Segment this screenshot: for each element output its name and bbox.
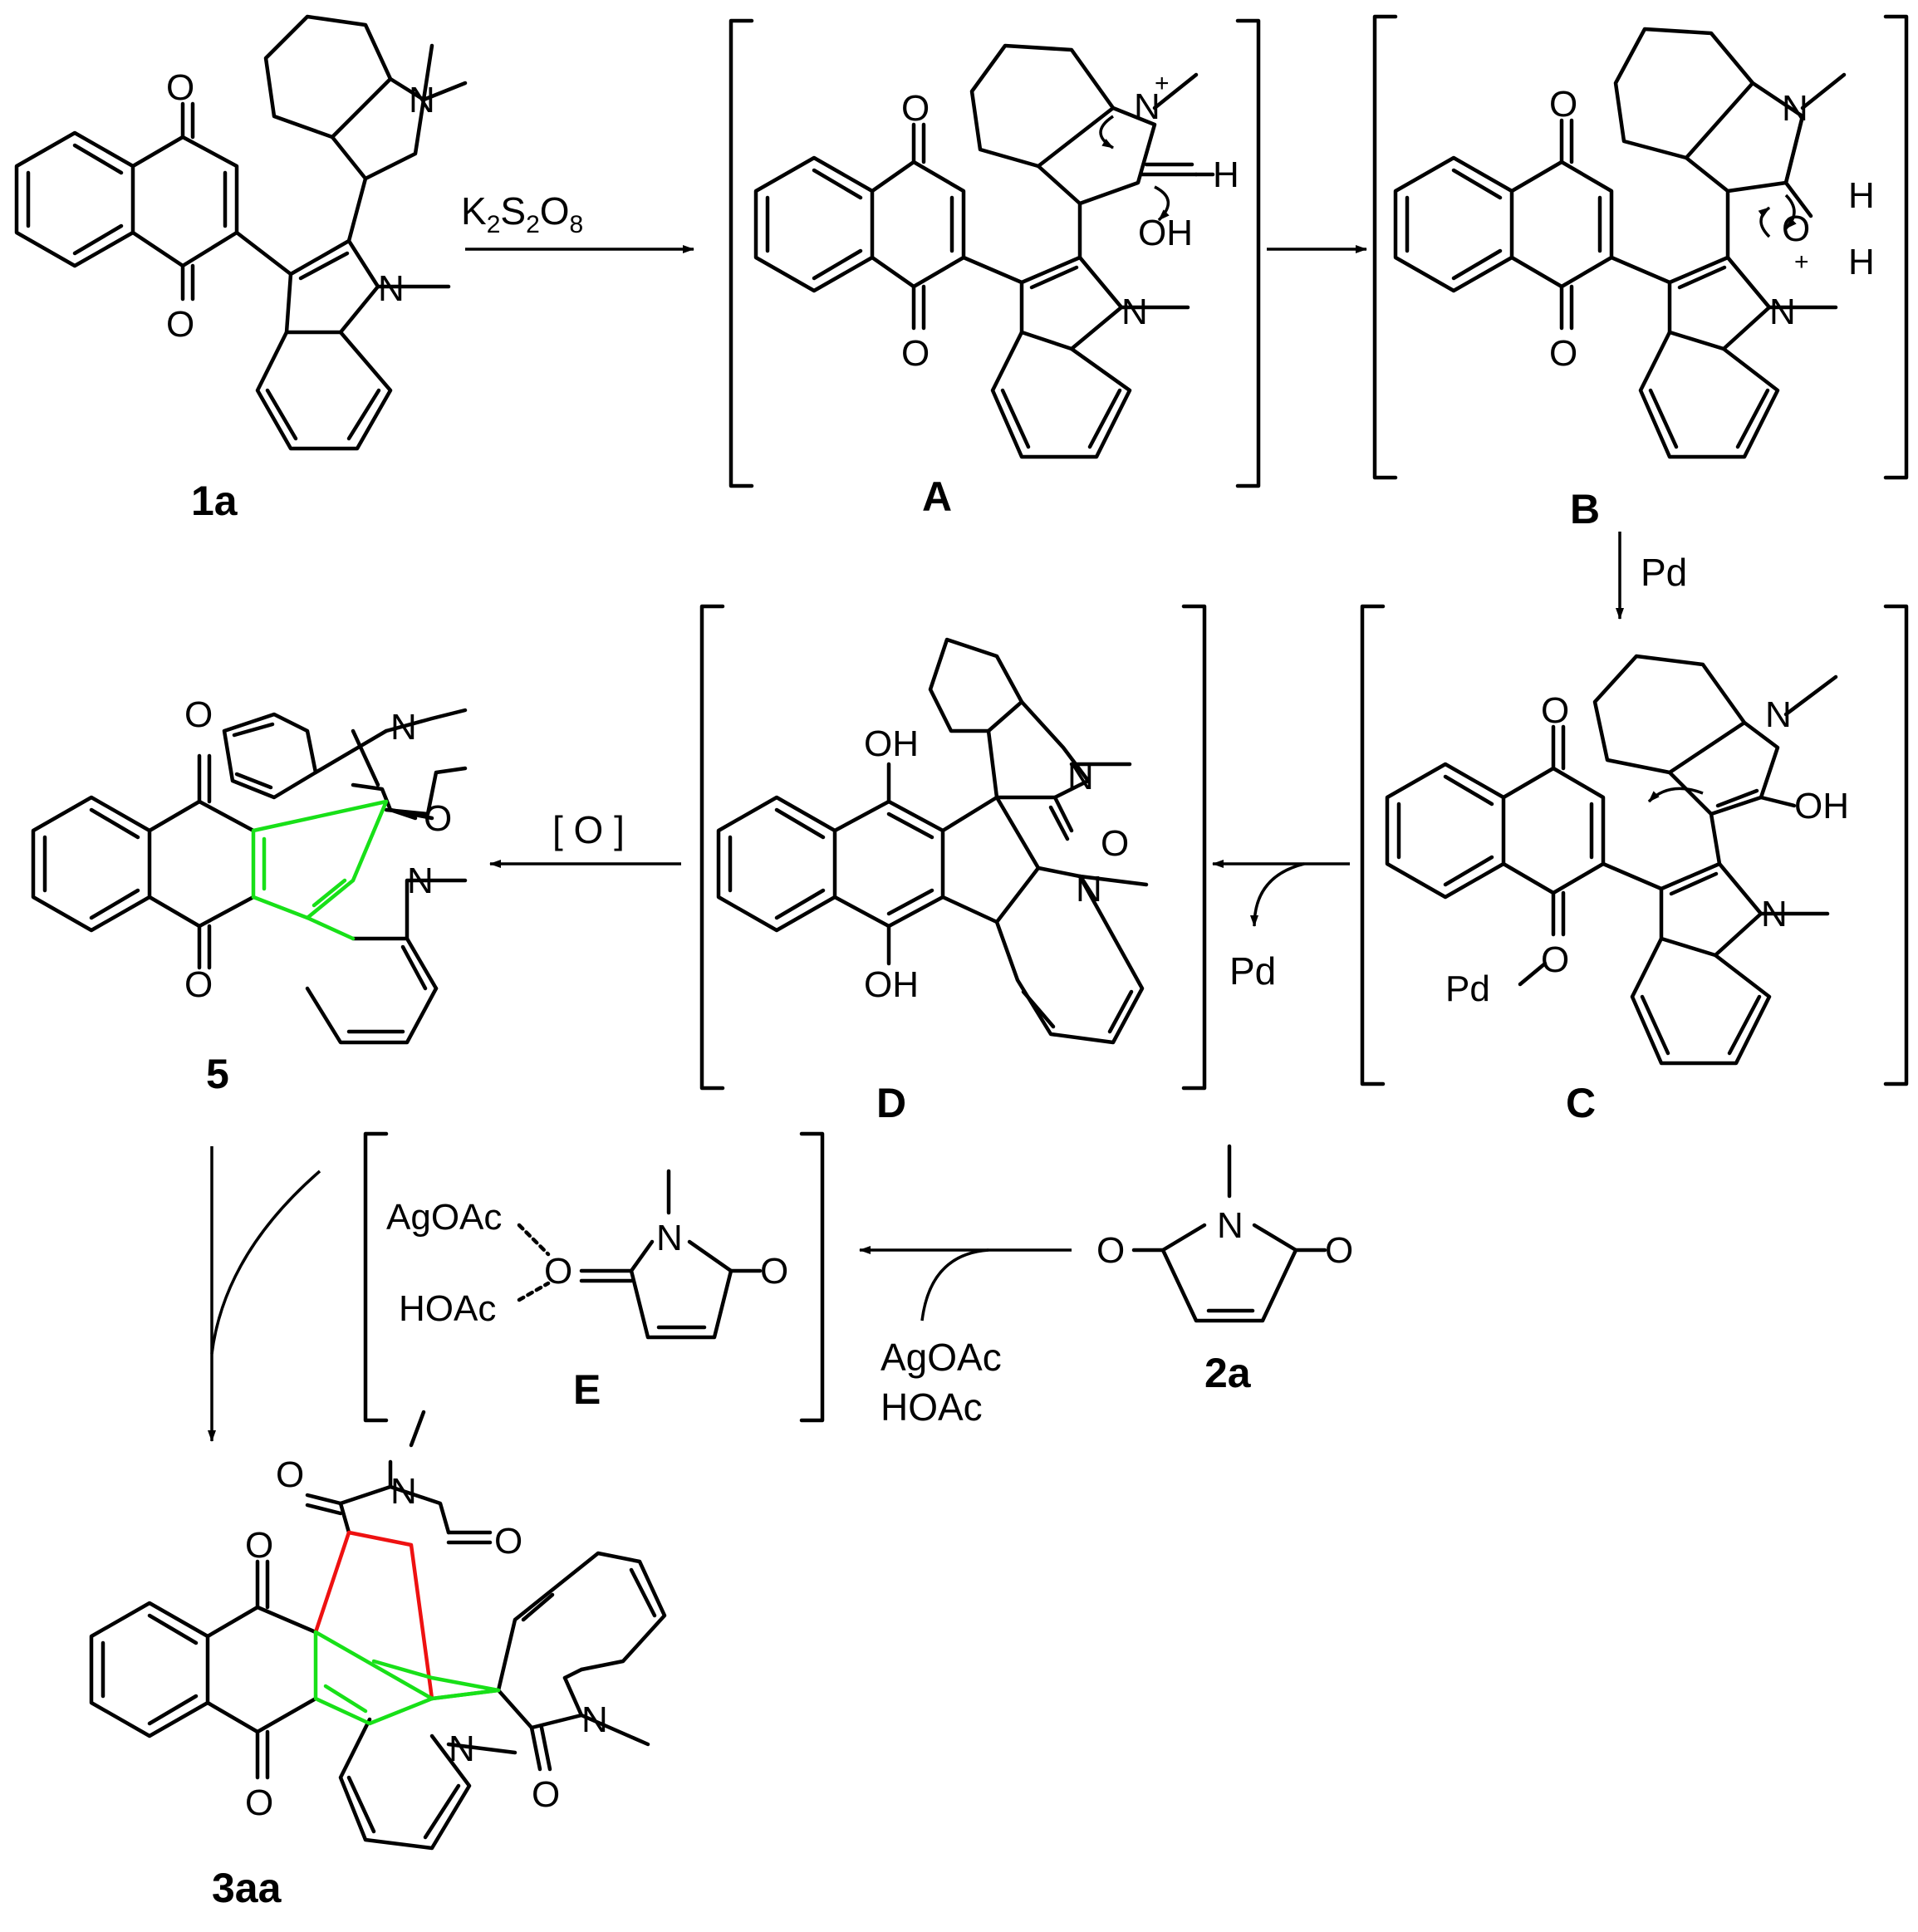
svg-text:N: N [1217,1205,1244,1246]
svg-text:O: O [1541,690,1569,731]
reagent-pd: Pd [1641,551,1687,594]
svg-text:K2S2O8: K2S2O8 [461,189,583,238]
svg-text:N: N [581,1699,608,1740]
compound-1a-atoms: O O N N [166,67,435,345]
reagent-hoac: HOAc [881,1385,983,1429]
svg-text:O: O [1549,333,1577,374]
svg-text:N: N [390,1471,417,1512]
svg-text:O: O [760,1251,788,1292]
compound-3aa-structure [89,1410,667,1851]
bracket-B [1372,14,1909,480]
svg-text:+: + [1155,70,1170,97]
svg-text:+: + [1794,248,1809,276]
label-D: D [876,1080,906,1126]
intermediate-A-structure [753,43,1215,459]
svg-text:O: O [166,67,194,108]
svg-text:H: H [1848,175,1875,216]
intermediate-C-structure [1385,654,1838,1066]
svg-text:N: N [1782,88,1808,129]
svg-text:O: O [166,304,194,345]
label-1a: 1a [191,478,238,524]
intermediate-B-structure [1393,27,1847,459]
curved-arrow-pd-release [1250,862,1305,927]
svg-text:HOAc: HOAc [399,1288,496,1329]
svg-text:N: N [656,1218,683,1258]
label-2a: 2a [1204,1350,1252,1396]
svg-text:N: N [409,80,435,120]
curved-arrow-C [1647,787,1704,803]
svg-text:N: N [449,1729,475,1769]
compound-3aa-green-bonds [313,1630,501,1726]
curved-arrows-A [1099,115,1170,222]
svg-text:N: N [1765,694,1792,735]
compound-2a-structure [1131,1144,1327,1323]
compound-2a-atoms: N O O [1096,1205,1353,1271]
svg-text:N: N [378,268,405,309]
reagent-k2s2o8: K2S2O8 [461,189,583,238]
compound-5-green-ring [251,799,389,941]
svg-text:O: O [901,333,930,374]
svg-text:OH: OH [864,723,919,764]
curved-arrows-B [1758,194,1797,238]
bracket-D [699,604,1207,1091]
svg-text:N: N [1769,292,1796,332]
svg-text:O: O [1325,1230,1353,1271]
svg-text:N: N [1067,757,1094,797]
svg-text:O: O [245,1782,273,1823]
svg-text:O: O [1549,84,1577,125]
compound-1a-structure [14,14,468,451]
bracket-A [728,18,1261,488]
svg-text:O: O [494,1521,522,1562]
svg-text:O: O [532,1774,560,1815]
label-C: C [1566,1080,1596,1126]
bracket-C [1360,604,1909,1086]
compound-3aa-red-bonds [313,1530,434,1701]
reagent-oxidation: [ O ] [552,808,625,851]
svg-text:O: O [245,1525,273,1566]
svg-text:O: O [276,1454,304,1495]
svg-text:O: O [1096,1230,1125,1271]
compound-5-structure [31,708,468,1045]
svg-text:H: H [1848,242,1875,282]
intermediate-D-structure [716,637,1149,1045]
svg-text:OH: OH [864,964,919,1005]
reagent-agoac: AgOAc [881,1336,1002,1379]
label-E: E [573,1366,601,1413]
svg-text:O: O [1541,939,1569,980]
label-B: B [1570,486,1600,532]
svg-text:O: O [1782,208,1810,249]
svg-text:O: O [184,964,213,1005]
svg-text:N: N [1076,869,1102,910]
intermediate-D-atoms: OH OH N O N [864,723,1129,1005]
label-A: A [922,473,952,520]
svg-text:H: H [1213,154,1239,195]
label-3aa: 3aa [212,1865,282,1911]
reagent-pd-release: Pd [1229,949,1276,993]
compound-5-atoms: O O N O N [184,694,452,1005]
svg-text:OH: OH [1138,213,1193,253]
label-5: 5 [206,1051,229,1097]
curved-arrow-E-to-3aa [210,1169,321,1355]
compound-3aa-atoms: O N O O O N O N [245,1454,608,1823]
svg-text:N: N [407,861,434,901]
svg-text:O: O [1101,823,1129,864]
svg-text:OH: OH [1794,786,1849,826]
intermediate-E-atoms: AgOAc HOAc O N O [386,1197,788,1329]
svg-text:N: N [1761,894,1788,934]
svg-text:O: O [544,1251,572,1292]
svg-text:O: O [184,694,213,735]
svg-text:N: N [1121,292,1148,332]
svg-text:AgOAc: AgOAc [386,1197,502,1238]
svg-text:N: N [390,707,417,748]
bracket-E [363,1131,825,1423]
curved-arrow-E-reagent [920,1248,989,1322]
svg-text:O: O [424,798,452,839]
svg-text:Pd: Pd [1445,968,1490,1009]
svg-text:N: N [1134,86,1160,127]
intermediate-E-structure [517,1169,763,1340]
intermediate-C-atoms: O O N OH N Pd [1445,690,1849,1009]
svg-text:O: O [901,88,930,129]
